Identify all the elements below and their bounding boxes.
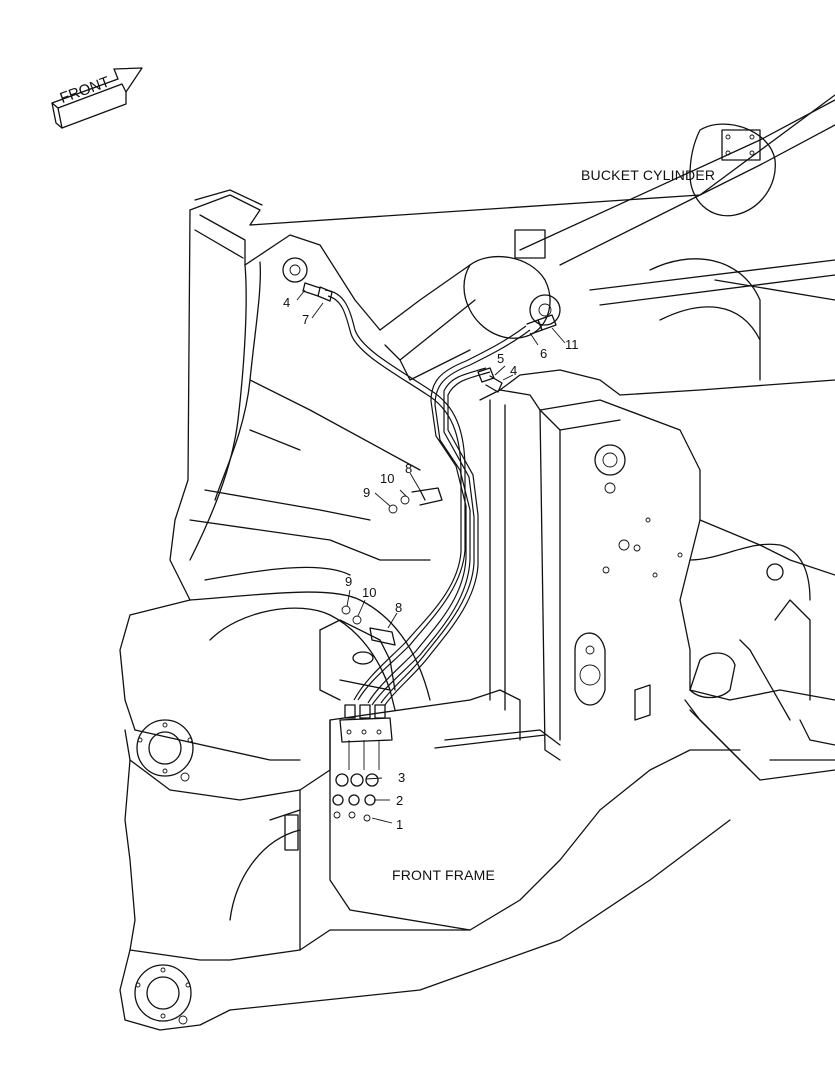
front-direction-arrow [51, 67, 143, 129]
callout-1: 1 [396, 817, 404, 832]
callout-5: 5 [497, 351, 505, 366]
callout-2: 2 [396, 793, 404, 808]
front-frame-drawing [119, 189, 835, 1031]
bucket-cylinder-drawing [249, 94, 835, 381]
callout-8-lower: 8 [395, 600, 403, 615]
callout-10-upper: 10 [380, 471, 395, 486]
callout-11: 11 [565, 337, 579, 352]
bucket-cylinder-label: BUCKET CYLINDER [581, 167, 716, 183]
callout-9-upper: 9 [363, 485, 371, 500]
callout-7: 7 [302, 312, 310, 327]
callout-4-middle: 4 [510, 363, 518, 378]
callout-8-upper: 8 [405, 461, 413, 476]
leader-lines [296, 289, 566, 824]
front-frame-label: FRONT FRAME [392, 867, 496, 883]
callout-9-lower: 9 [345, 574, 353, 589]
hose-lines [324, 289, 531, 706]
callout-6: 6 [540, 346, 548, 361]
callout-3: 3 [398, 770, 406, 785]
fittings-hardware [302, 282, 557, 822]
callout-10-lower: 10 [362, 585, 377, 600]
callout-4-upper-left: 4 [283, 295, 291, 310]
